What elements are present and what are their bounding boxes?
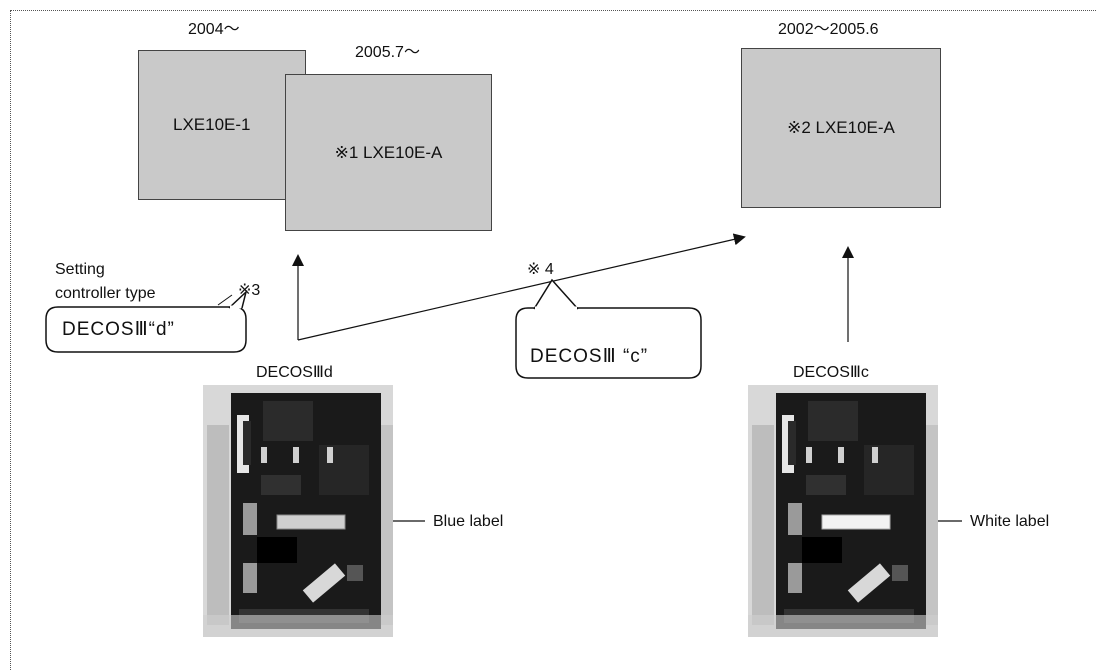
date-2004: 2004～ [188,21,240,38]
callout-d-text: DECOSⅢ“d” [62,319,175,340]
white-label-note: White label [970,513,1050,530]
controller-name-right: DECOSⅢc [793,364,869,381]
model-label-lxe10e-1: LXE10E-1 [173,115,251,134]
callout-bubble-c [515,278,702,379]
arrow-to-2002-model [297,233,746,341]
controller-name-left: DECOSⅢd [256,364,333,381]
setting-note-line2: controller type [55,285,156,302]
blue-label-note: Blue label [433,513,504,530]
callout-bubble-d [45,289,248,353]
blue-label-sticker [276,514,346,530]
model-box-lxe10e-a-new: ※1 LXE10E-A [285,74,492,231]
date-2002: 2002～2005.6 [778,21,879,38]
white-label-sticker [821,514,891,530]
diagram-frame [10,10,1096,670]
callout-c-text: DECOSⅢ “c” [530,346,649,367]
model-box-lxe10e-1: LXE10E-1 [138,50,306,200]
date-2005: 2005.7～ [355,44,420,61]
controller-board-photo-left [203,385,393,637]
note-4: ※ 4 [527,261,554,278]
model-label-lxe10e-a-new: ※1 LXE10E-A [334,142,443,162]
setting-note-line1: Setting [55,261,105,278]
model-label-lxe10e-a-old: ※2 LXE10E-A [787,118,895,137]
model-box-lxe10e-a-old: ※2 LXE10E-A [741,48,941,208]
controller-board-photo-right [748,385,938,637]
